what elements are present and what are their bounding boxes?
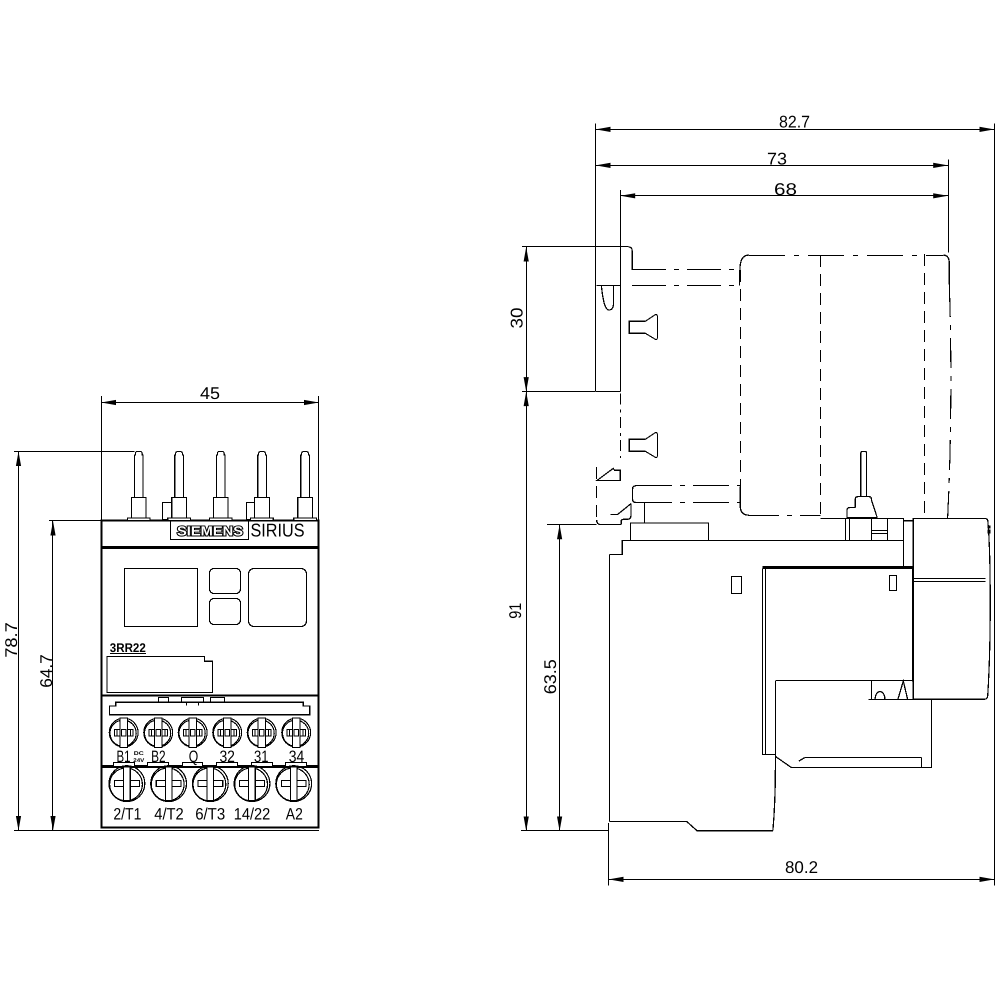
svg-text:80.2: 80.2 <box>785 858 818 877</box>
svg-text:6/T3: 6/T3 <box>195 806 225 824</box>
svg-text:78.7: 78.7 <box>2 622 21 658</box>
svg-text:64.7: 64.7 <box>37 654 56 688</box>
svg-text:B2: B2 <box>151 748 166 766</box>
svg-text:68: 68 <box>774 180 797 199</box>
svg-text:63.5: 63.5 <box>541 659 560 694</box>
svg-text:82.7: 82.7 <box>779 112 810 131</box>
svg-text:91: 91 <box>506 603 525 619</box>
svg-text:B1: B1 <box>117 748 131 766</box>
svg-text:2/T1: 2/T1 <box>113 806 141 824</box>
svg-text:30: 30 <box>507 308 526 329</box>
svg-text:4/T2: 4/T2 <box>154 806 184 824</box>
svg-text:34: 34 <box>289 748 305 766</box>
svg-text:3RR22: 3RR22 <box>110 641 146 655</box>
svg-text:45: 45 <box>200 384 220 403</box>
svg-text:Q: Q <box>189 748 199 766</box>
svg-text:SIRIUS: SIRIUS <box>251 519 305 540</box>
svg-text:24V: 24V <box>133 758 144 764</box>
svg-text:14/22: 14/22 <box>234 806 271 824</box>
svg-text:73: 73 <box>767 149 787 168</box>
svg-text:SIEMENS: SIEMENS <box>177 524 243 539</box>
svg-text:32: 32 <box>219 748 235 766</box>
svg-text:A2: A2 <box>286 806 303 824</box>
svg-text:DC: DC <box>134 751 144 757</box>
svg-text:31: 31 <box>254 748 269 766</box>
